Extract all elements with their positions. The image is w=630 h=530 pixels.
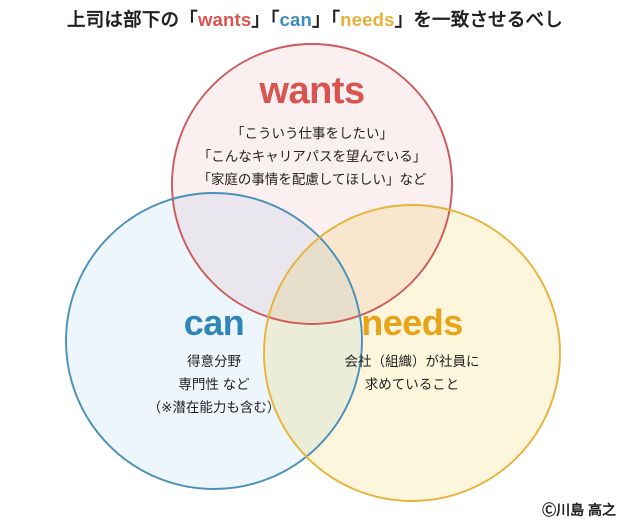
needs-line-1: 会社（組織）が社員に	[344, 354, 480, 369]
title-bracket-close-1: 」	[251, 9, 271, 30]
circle-label-can: can	[183, 302, 245, 343]
can-line-1: 得意分野	[187, 354, 241, 369]
title-bracket-open-1: 「	[179, 9, 198, 30]
wants-line-1: 「こういう仕事をしたい」	[231, 126, 393, 141]
circle-stroke-wants	[171, 43, 453, 325]
wants-line-2: 「こんなキャリアパスを望んでいる」	[197, 149, 427, 165]
venn-fills	[66, 44, 560, 501]
wants-line-3: 「家庭の事情を配慮してほしい」など	[197, 172, 427, 188]
title-bracket-close-3: 」	[394, 9, 414, 30]
circle-text-wants: 「こういう仕事をしたい」 「こんなキャリアパスを望んでいる」 「家庭の事情を配慮…	[162, 122, 462, 192]
circle-text-needs: 会社（組織）が社員に 求めていること	[262, 350, 562, 396]
circle-label-needs: needs	[361, 302, 463, 343]
title-suffix: を一致させるべし	[413, 9, 563, 30]
title-prefix: 上司は部下の	[67, 9, 180, 30]
circle-fill-needs	[264, 205, 560, 501]
title-word-wants: wants	[197, 9, 252, 30]
circle-stroke-needs	[263, 204, 561, 502]
title-bracket-open-2: 「	[270, 9, 280, 30]
circle-stroke-can	[65, 192, 363, 490]
page-title: 上司は部下の「wants」「can」「needs」を一致させるべし	[0, 6, 630, 32]
circle-text-can: 得意分野 専門性 など （※潜在能力も含む）	[64, 350, 364, 420]
copyright-credit: Ⓒ川島 高之	[542, 502, 616, 518]
title-bracket-open-3: 「	[330, 9, 341, 30]
can-line-3: （※潜在能力も含む）	[147, 400, 281, 416]
venn-strokes	[65, 43, 561, 502]
can-line-2: 専門性 など	[178, 377, 250, 393]
circle-label-wants: wants	[259, 70, 365, 112]
title-word-can: can	[279, 9, 313, 30]
needs-line-2: 求めていること	[364, 377, 460, 393]
title-bracket-close-2: 」	[312, 9, 331, 30]
title-word-needs: needs	[340, 9, 395, 30]
